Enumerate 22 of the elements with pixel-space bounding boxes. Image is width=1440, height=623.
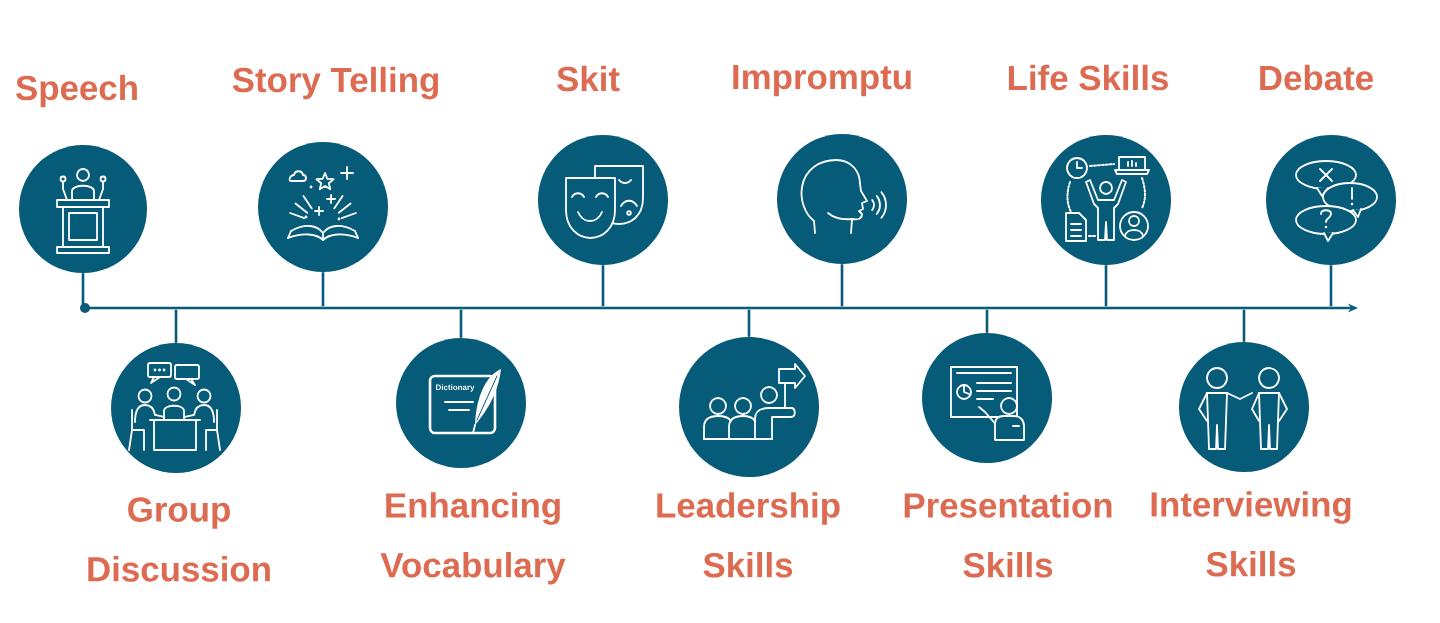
connector-line [174,309,178,343]
topic-label: Speech [16,74,137,108]
topic-label: Story Telling [232,66,438,100]
topic-label: Impromptu [733,65,911,97]
topic-label: Life Skills [1008,64,1168,91]
connector-line [840,264,844,307]
topic-label: Group Discussion [88,497,270,582]
topic-label: Interviewing Skills [1151,491,1351,577]
connector-line [1329,265,1333,307]
connector-line [601,265,605,307]
connector-line [747,309,751,337]
connector-line [1104,265,1108,307]
connector-line [1242,309,1246,342]
connector-line [81,273,85,307]
connector-line [985,309,989,333]
topic-label: Presentation Skills [904,492,1112,578]
topic-label: Leadership Skills [657,492,840,578]
topic-label: Enhancing Vocabulary [380,492,566,585]
connector-line [459,309,463,338]
topic-label: Debate [1260,64,1373,91]
topic-label: Skit [557,65,620,92]
connector-line [321,272,325,307]
